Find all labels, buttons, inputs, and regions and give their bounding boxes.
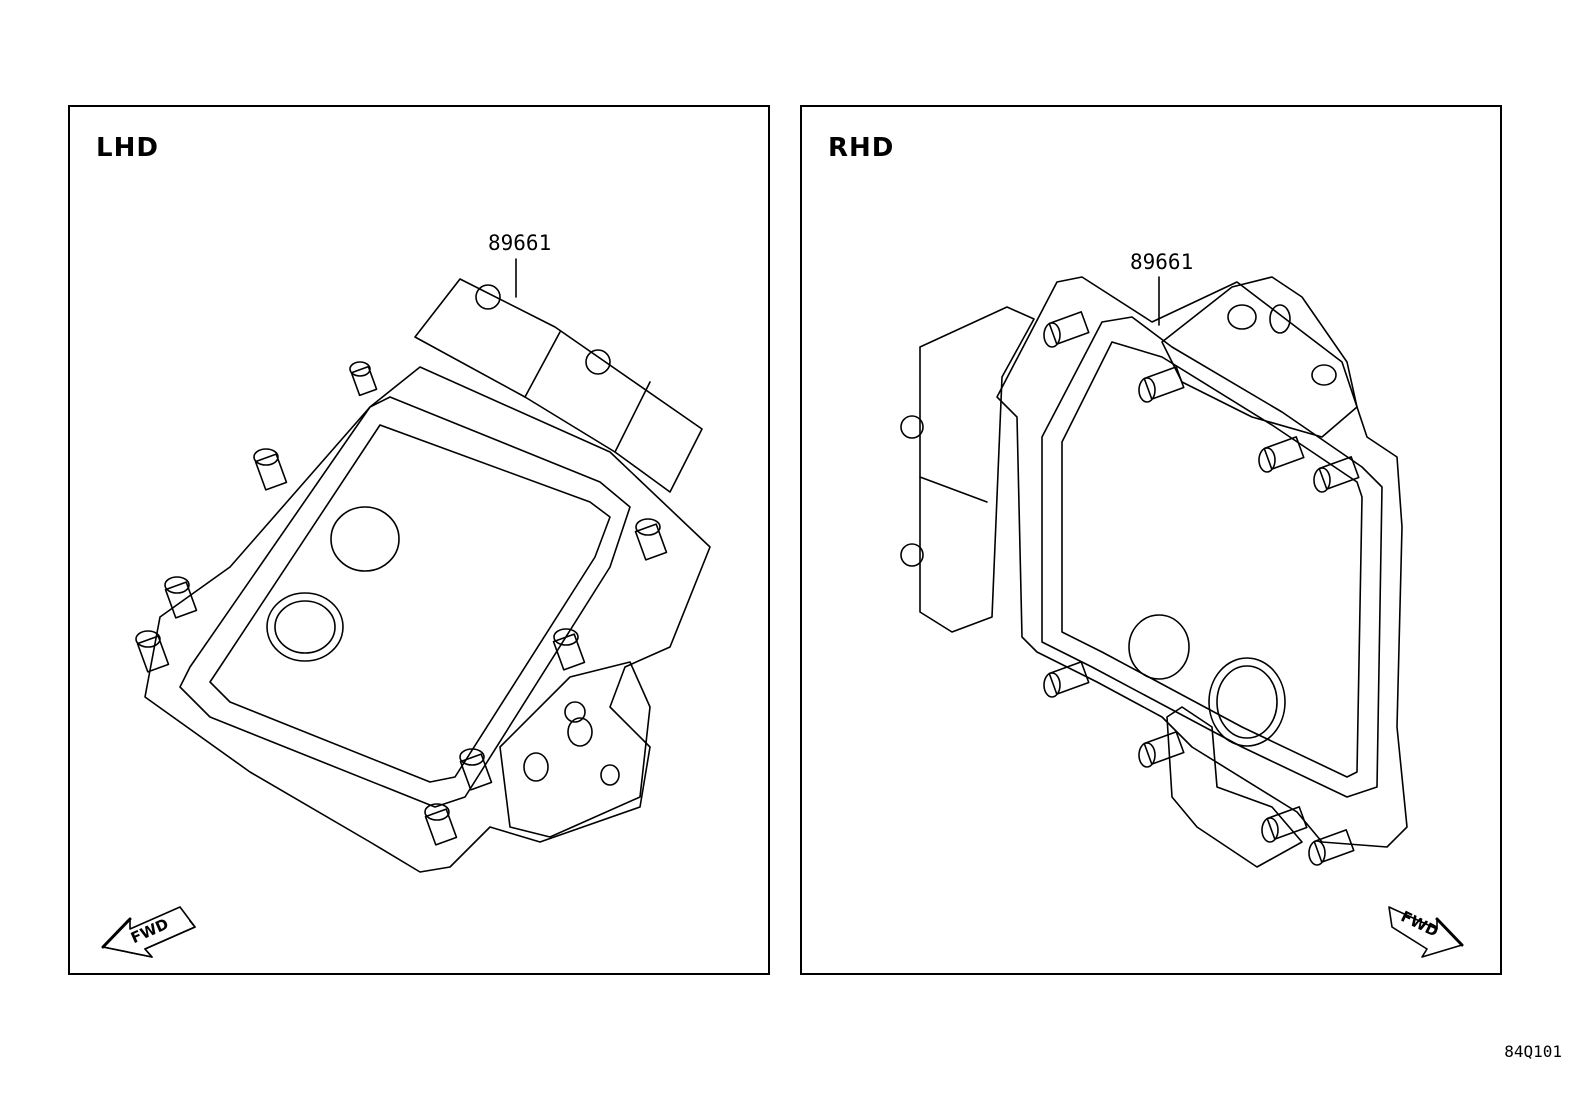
rhd-cover-inner bbox=[1062, 342, 1362, 777]
rhd-cover-outer bbox=[1042, 317, 1382, 797]
lhd-connector-block bbox=[415, 279, 702, 492]
rhd-panel: RHD 89661 bbox=[800, 105, 1502, 975]
lhd-panel: LHD 89661 bbox=[68, 105, 770, 975]
rhd-connector-block bbox=[920, 307, 1034, 632]
rhd-fwd-arrow-icon bbox=[1389, 907, 1462, 957]
rhd-connector-pin-icon bbox=[901, 416, 923, 438]
rhd-upper-bracket bbox=[1162, 277, 1357, 437]
rhd-stud-icon bbox=[1309, 830, 1354, 865]
lhd-connector-pin-icon bbox=[586, 350, 610, 374]
lhd-stud-icon bbox=[425, 804, 456, 845]
rhd-stud-icon bbox=[1044, 312, 1089, 347]
lhd-right-bracket bbox=[500, 662, 650, 837]
lhd-stud-icon bbox=[636, 519, 667, 560]
lhd-ecu-drawing bbox=[70, 107, 772, 977]
lhd-stud-icon bbox=[460, 749, 491, 790]
rhd-connector-pin-icon bbox=[901, 544, 923, 566]
rhd-stud-icon bbox=[1259, 437, 1304, 472]
lhd-cover-boss bbox=[331, 507, 399, 571]
rhd-lower-bracket bbox=[1167, 707, 1302, 867]
rhd-stud-icon bbox=[1314, 457, 1359, 492]
lhd-stud-icon bbox=[165, 577, 196, 618]
lhd-stud-icon bbox=[254, 449, 286, 490]
rhd-panel-label: RHD bbox=[828, 133, 895, 163]
rhd-stud-icon bbox=[1139, 367, 1184, 402]
rhd-cover-boss bbox=[1209, 658, 1285, 746]
rhd-cover-boss bbox=[1129, 615, 1189, 679]
lhd-stud-icon bbox=[136, 631, 168, 672]
rhd-flange-plate bbox=[997, 277, 1407, 847]
rhd-stud-icon bbox=[1262, 807, 1307, 842]
lhd-cover-outer bbox=[180, 397, 630, 807]
lhd-stud-icon bbox=[554, 629, 585, 670]
lhd-stud-icon bbox=[350, 362, 377, 395]
rhd-stud-icon bbox=[1139, 732, 1184, 767]
lhd-panel-label: LHD bbox=[96, 133, 159, 163]
lhd-cover-boss bbox=[267, 593, 343, 661]
figure-code: 84Q101 bbox=[1504, 1042, 1562, 1061]
lhd-fwd-arrow-icon bbox=[103, 907, 195, 957]
lhd-cover-inner bbox=[210, 425, 610, 782]
rhd-stud-icon bbox=[1044, 662, 1089, 697]
lhd-part-number-callout: 89661 bbox=[488, 231, 552, 255]
rhd-part-number-callout: 89661 bbox=[1130, 250, 1194, 274]
lhd-connector-pin-icon bbox=[476, 285, 500, 309]
rhd-ecu-drawing bbox=[802, 107, 1504, 977]
